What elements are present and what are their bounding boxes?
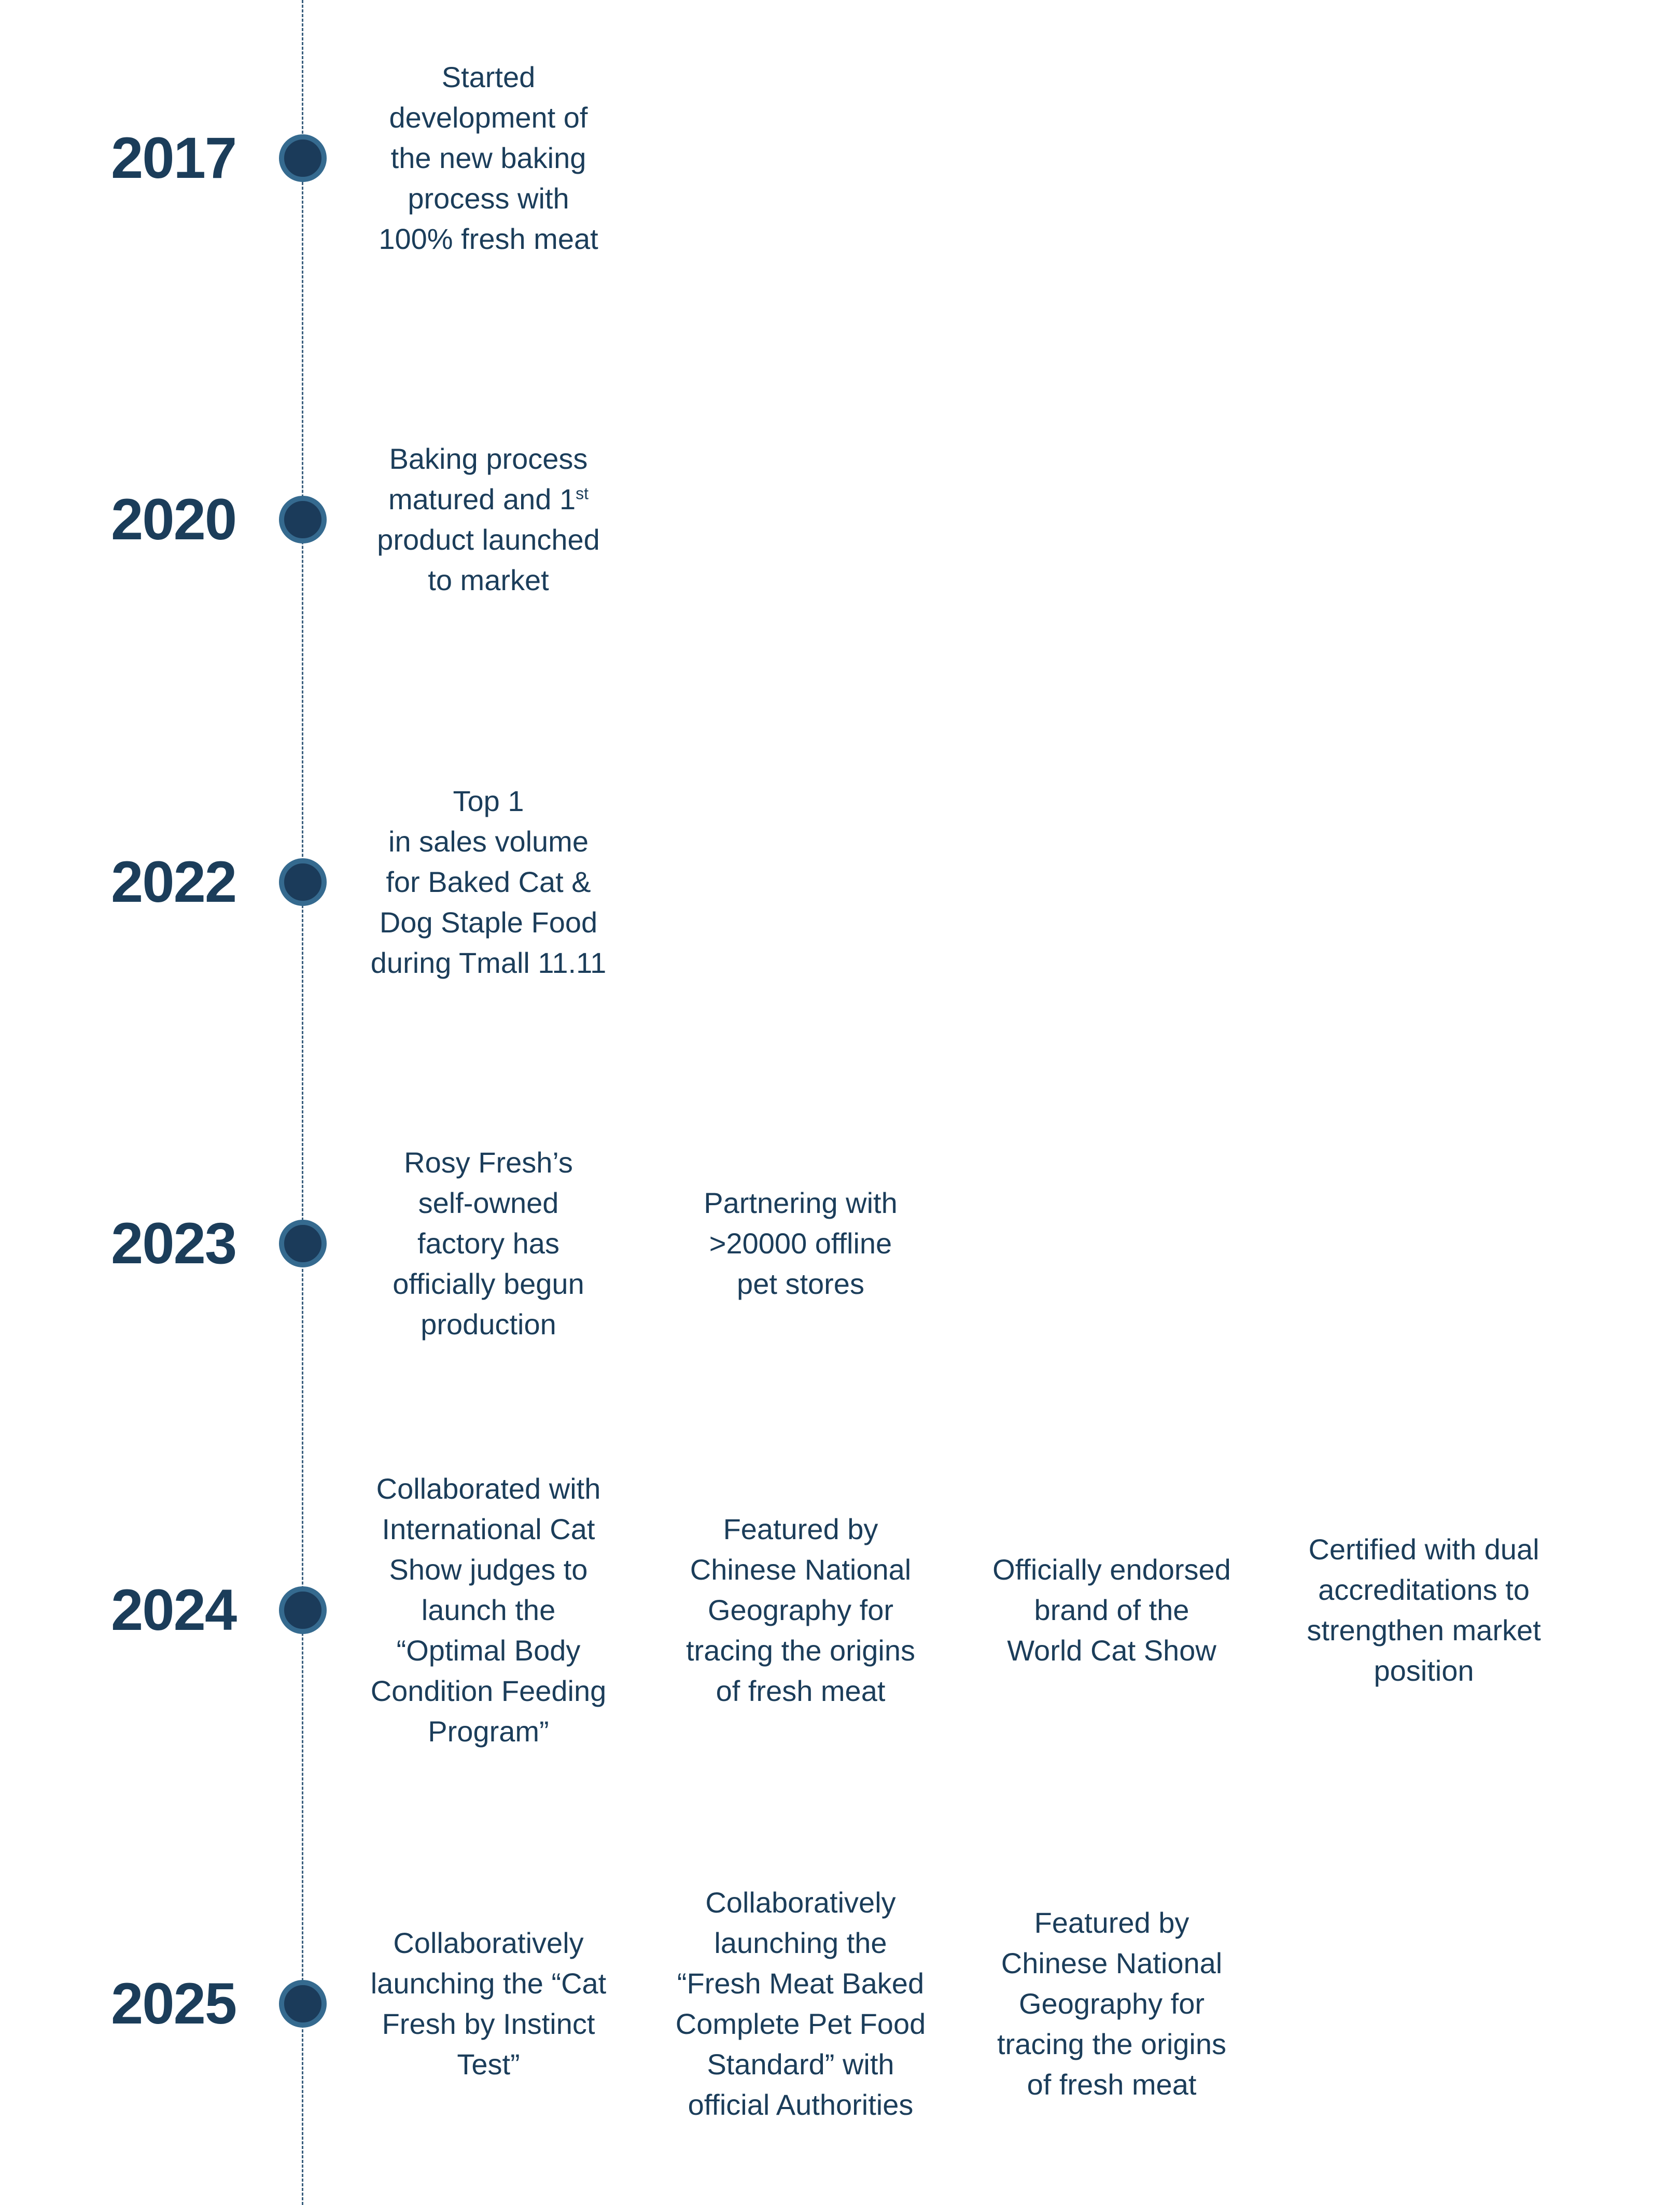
- milestone-text-part: Baking process matured and 1: [388, 442, 588, 515]
- timeline-marker: [279, 1220, 327, 1267]
- milestone-text: Featured by Chinese National Geography f…: [685, 1513, 915, 1707]
- timeline-marker: [279, 134, 327, 182]
- ordinal-suffix: st: [576, 484, 589, 503]
- milestone-text-part: product launched to market: [377, 523, 600, 596]
- year-label: 2020: [111, 487, 237, 552]
- year-label: 2025: [111, 1971, 237, 2036]
- milestone-text: Baking process matured and 1st product l…: [343, 439, 634, 601]
- timeline-marker: [279, 858, 327, 906]
- milestone-text: Started development of the new baking pr…: [379, 61, 598, 255]
- year-label: 2024: [111, 1578, 237, 1642]
- milestone-text: Collaboratively launching the “Cat Fresh…: [370, 1927, 607, 2081]
- milestone-text: Partnering with >20000 offline pet store…: [704, 1187, 898, 1300]
- year-label: 2022: [111, 849, 237, 914]
- timeline-marker: [279, 496, 327, 543]
- milestone-text: Officially endorsed brand of the World C…: [992, 1553, 1231, 1667]
- timeline-marker: [279, 1586, 327, 1634]
- milestone-text: Collaboratively launching the “Fresh Mea…: [675, 1886, 926, 2121]
- year-label: 2023: [111, 1211, 237, 1276]
- milestone-text: Collaborated with International Cat Show…: [370, 1472, 607, 1748]
- milestone-text: Certified with dual accreditations to st…: [1307, 1533, 1541, 1687]
- milestone-text: Featured by Chinese National Geography f…: [997, 1906, 1226, 2101]
- year-label: 2017: [111, 125, 237, 190]
- milestone-text: Rosy Fresh’s self-owned factory has offi…: [393, 1146, 584, 1341]
- milestone-text: Top 1 in sales volume for Baked Cat & Do…: [370, 785, 607, 979]
- timeline-marker: [279, 1980, 327, 2028]
- timeline-axis: [302, 0, 303, 2205]
